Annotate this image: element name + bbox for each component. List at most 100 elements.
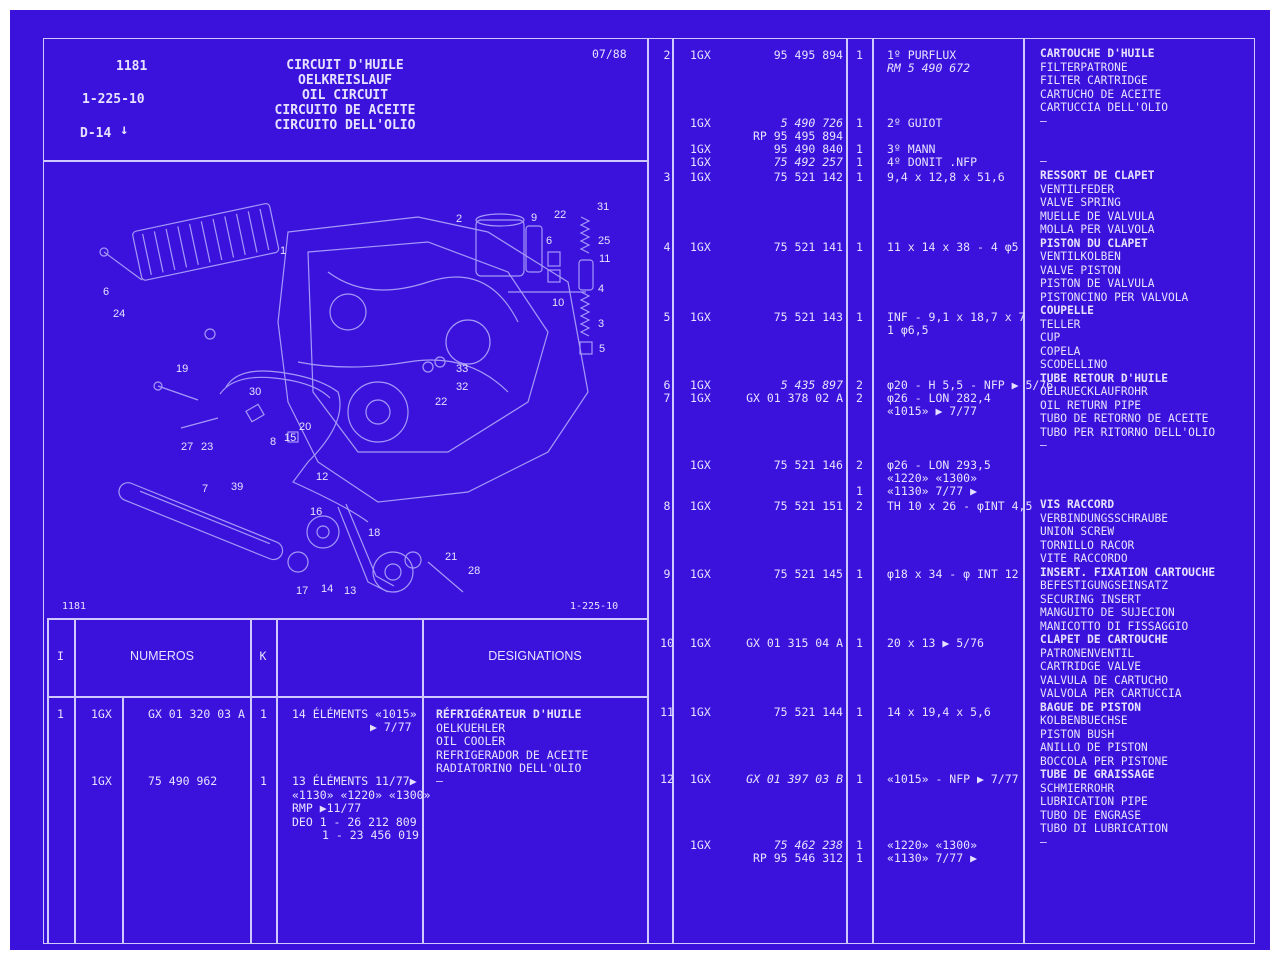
page-frame	[43, 38, 1255, 944]
designation-line: CARTUCCIA DELL'OLIO	[1040, 101, 1168, 114]
spec-text: 9,4 x 12,8 x 51,6	[887, 170, 1005, 184]
spec-line: DEO 1 - 26 212 809	[292, 814, 417, 829]
designation-heading: COUPELLE	[1040, 304, 1094, 317]
designation-line: MANGUITO DE SUJECION	[1040, 606, 1175, 619]
part-prefix: 1GX	[690, 391, 711, 405]
designation-line: PISTONCINO PER VALVOLA	[1040, 290, 1189, 304]
quantity: 1	[856, 142, 863, 156]
part-prefix: 1GX	[690, 378, 711, 392]
divider-number-col	[846, 38, 848, 943]
divider-table-header	[47, 696, 647, 698]
spec-text: 2º GUIOT	[887, 116, 943, 130]
part-prefix: 1GX	[690, 636, 711, 650]
designation-line: OELRUECKLAUFROHR	[1040, 385, 1148, 398]
quantity: 1	[260, 774, 267, 788]
designation-line: BOCCOLA PER PISTONE	[1040, 754, 1168, 768]
callout-2: 2	[456, 213, 462, 225]
spec-text: TH 10 x 26 - φINT 4,5	[887, 499, 1033, 513]
spec-text: 4º DONIT .NFP	[887, 155, 978, 169]
designation-line: LUBRICATION PIPE	[1040, 795, 1148, 808]
exploded-diagram: 1 2 9 22 31 6 24 25 11 10 5 4 3 33 32 22…	[99, 201, 610, 597]
designation-line: VALVE PISTON	[1040, 263, 1121, 277]
title-fr: CIRCUIT D'HUILE	[286, 58, 404, 73]
callout-14: 14	[321, 583, 333, 595]
part-prefix: 1GX	[690, 142, 711, 156]
designation-line: FILTERPATRONE	[1040, 60, 1128, 74]
quantity: 1	[856, 838, 863, 852]
designation-line: BEFESTIGUNGSEINSATZ	[1040, 579, 1168, 592]
callout-3: 3	[598, 318, 604, 330]
quantity: 1	[856, 705, 863, 719]
part-prefix: 1GX	[690, 48, 711, 62]
designation-line: OIL RETURN PIPE	[1040, 398, 1142, 412]
designation-line: VENTILKOLBEN	[1040, 250, 1121, 263]
quantity: 1	[260, 707, 267, 721]
designation-line: CUP	[1040, 331, 1061, 344]
designation-line: VITE RACCORDO	[1040, 552, 1128, 565]
designation-line: TUBO DE RETORNO DE ACEITE	[1040, 412, 1209, 425]
designation-line: TUBO DE ENGRASE	[1040, 808, 1142, 822]
callout-6a: 6	[546, 235, 552, 247]
designation-line: VENTILFEDER	[1040, 182, 1115, 196]
spec-text: 1º PURFLUX	[887, 48, 957, 62]
part-prefix: 1GX	[690, 772, 711, 786]
part-prefix: 1GX	[690, 310, 711, 324]
divider-k-col	[872, 38, 874, 943]
part-prefix: 1GX	[690, 499, 711, 513]
designation-heading: TUBE DE GRAISSAGE	[1040, 768, 1155, 781]
part-number: 75 521 145	[773, 567, 843, 581]
designation-line: VERBINDUNGSSCHRAUBE	[1040, 511, 1168, 525]
quantity: 2	[856, 458, 863, 472]
item-number: 4	[663, 240, 671, 254]
plate-number: 1181	[116, 59, 148, 74]
callout-5: 5	[599, 343, 605, 355]
callout-25: 25	[598, 235, 610, 247]
quantity: 2	[856, 391, 863, 405]
designation-line: SECURING INSERT	[1040, 592, 1142, 606]
designation-heading: CARTOUCHE D'HUILE	[1040, 47, 1155, 60]
spec-text: φ26 - LON 282,4	[887, 391, 991, 405]
designation-line: CARTRIDGE VALVE	[1040, 660, 1142, 673]
designation-heading: INSERT. FIXATION CARTOUCHE	[1040, 565, 1216, 579]
divider-left-item	[47, 618, 49, 943]
designation-heading: VIS RACCORD	[1040, 498, 1115, 511]
page-title: CIRCUIT D'HUILE OELKREISLAUF OIL CIRCUIT…	[265, 58, 425, 133]
designation-line: TORNILLO RACOR	[1040, 538, 1135, 552]
divider-spec-col	[1023, 38, 1025, 943]
part-prefix: 1GX	[91, 707, 112, 721]
section-code: D-14	[80, 126, 112, 141]
quantity: 2	[856, 378, 863, 392]
item-number: 2	[663, 48, 671, 62]
designation-heading: TUBE RETOUR D'HUILE	[1040, 371, 1168, 385]
title-de: OELKREISLAUF	[298, 73, 392, 88]
divider-table-top	[47, 618, 647, 620]
designation-line: —	[1040, 155, 1047, 168]
spec-text: «1220» «1300»	[887, 838, 978, 852]
callout-1: 1	[280, 245, 286, 257]
callout-13: 13	[344, 585, 356, 597]
designation-line: MANICOTTO DI FISSAGGIO	[1040, 619, 1189, 633]
part-number: 75 521 151	[773, 499, 843, 513]
divider-left-number	[74, 618, 76, 943]
callout-11: 11	[599, 253, 610, 265]
part-prefix: 1GX	[91, 774, 112, 788]
callout-15: 15	[284, 432, 296, 444]
callout-4: 4	[598, 283, 604, 295]
col-header-number: NUMEROS	[130, 649, 194, 663]
spec-text: 14 x 19,4 x 5,6	[887, 705, 991, 719]
designation-heading: BAGUE DE PISTON	[1040, 700, 1142, 714]
part-prefix: 1GX	[690, 458, 711, 472]
part-prefix: 1GX	[690, 170, 711, 184]
part-number: 95 490 840	[773, 142, 843, 156]
oil-cooler-part	[132, 203, 280, 281]
divider-item-col	[672, 38, 674, 943]
title-en: OIL CIRCUIT	[301, 88, 389, 103]
designation-line: TUBO PER RITORNO DELL'OLIO	[1040, 425, 1216, 439]
callout-20: 20	[299, 421, 311, 433]
spec-text: 20 x 13 ▶ 5/76	[887, 636, 984, 650]
designation-line	[1040, 142, 1168, 156]
part-number: GX 01 397 03 B	[746, 772, 843, 786]
designation-line: MOLLA PER VALVOLA	[1040, 223, 1155, 236]
